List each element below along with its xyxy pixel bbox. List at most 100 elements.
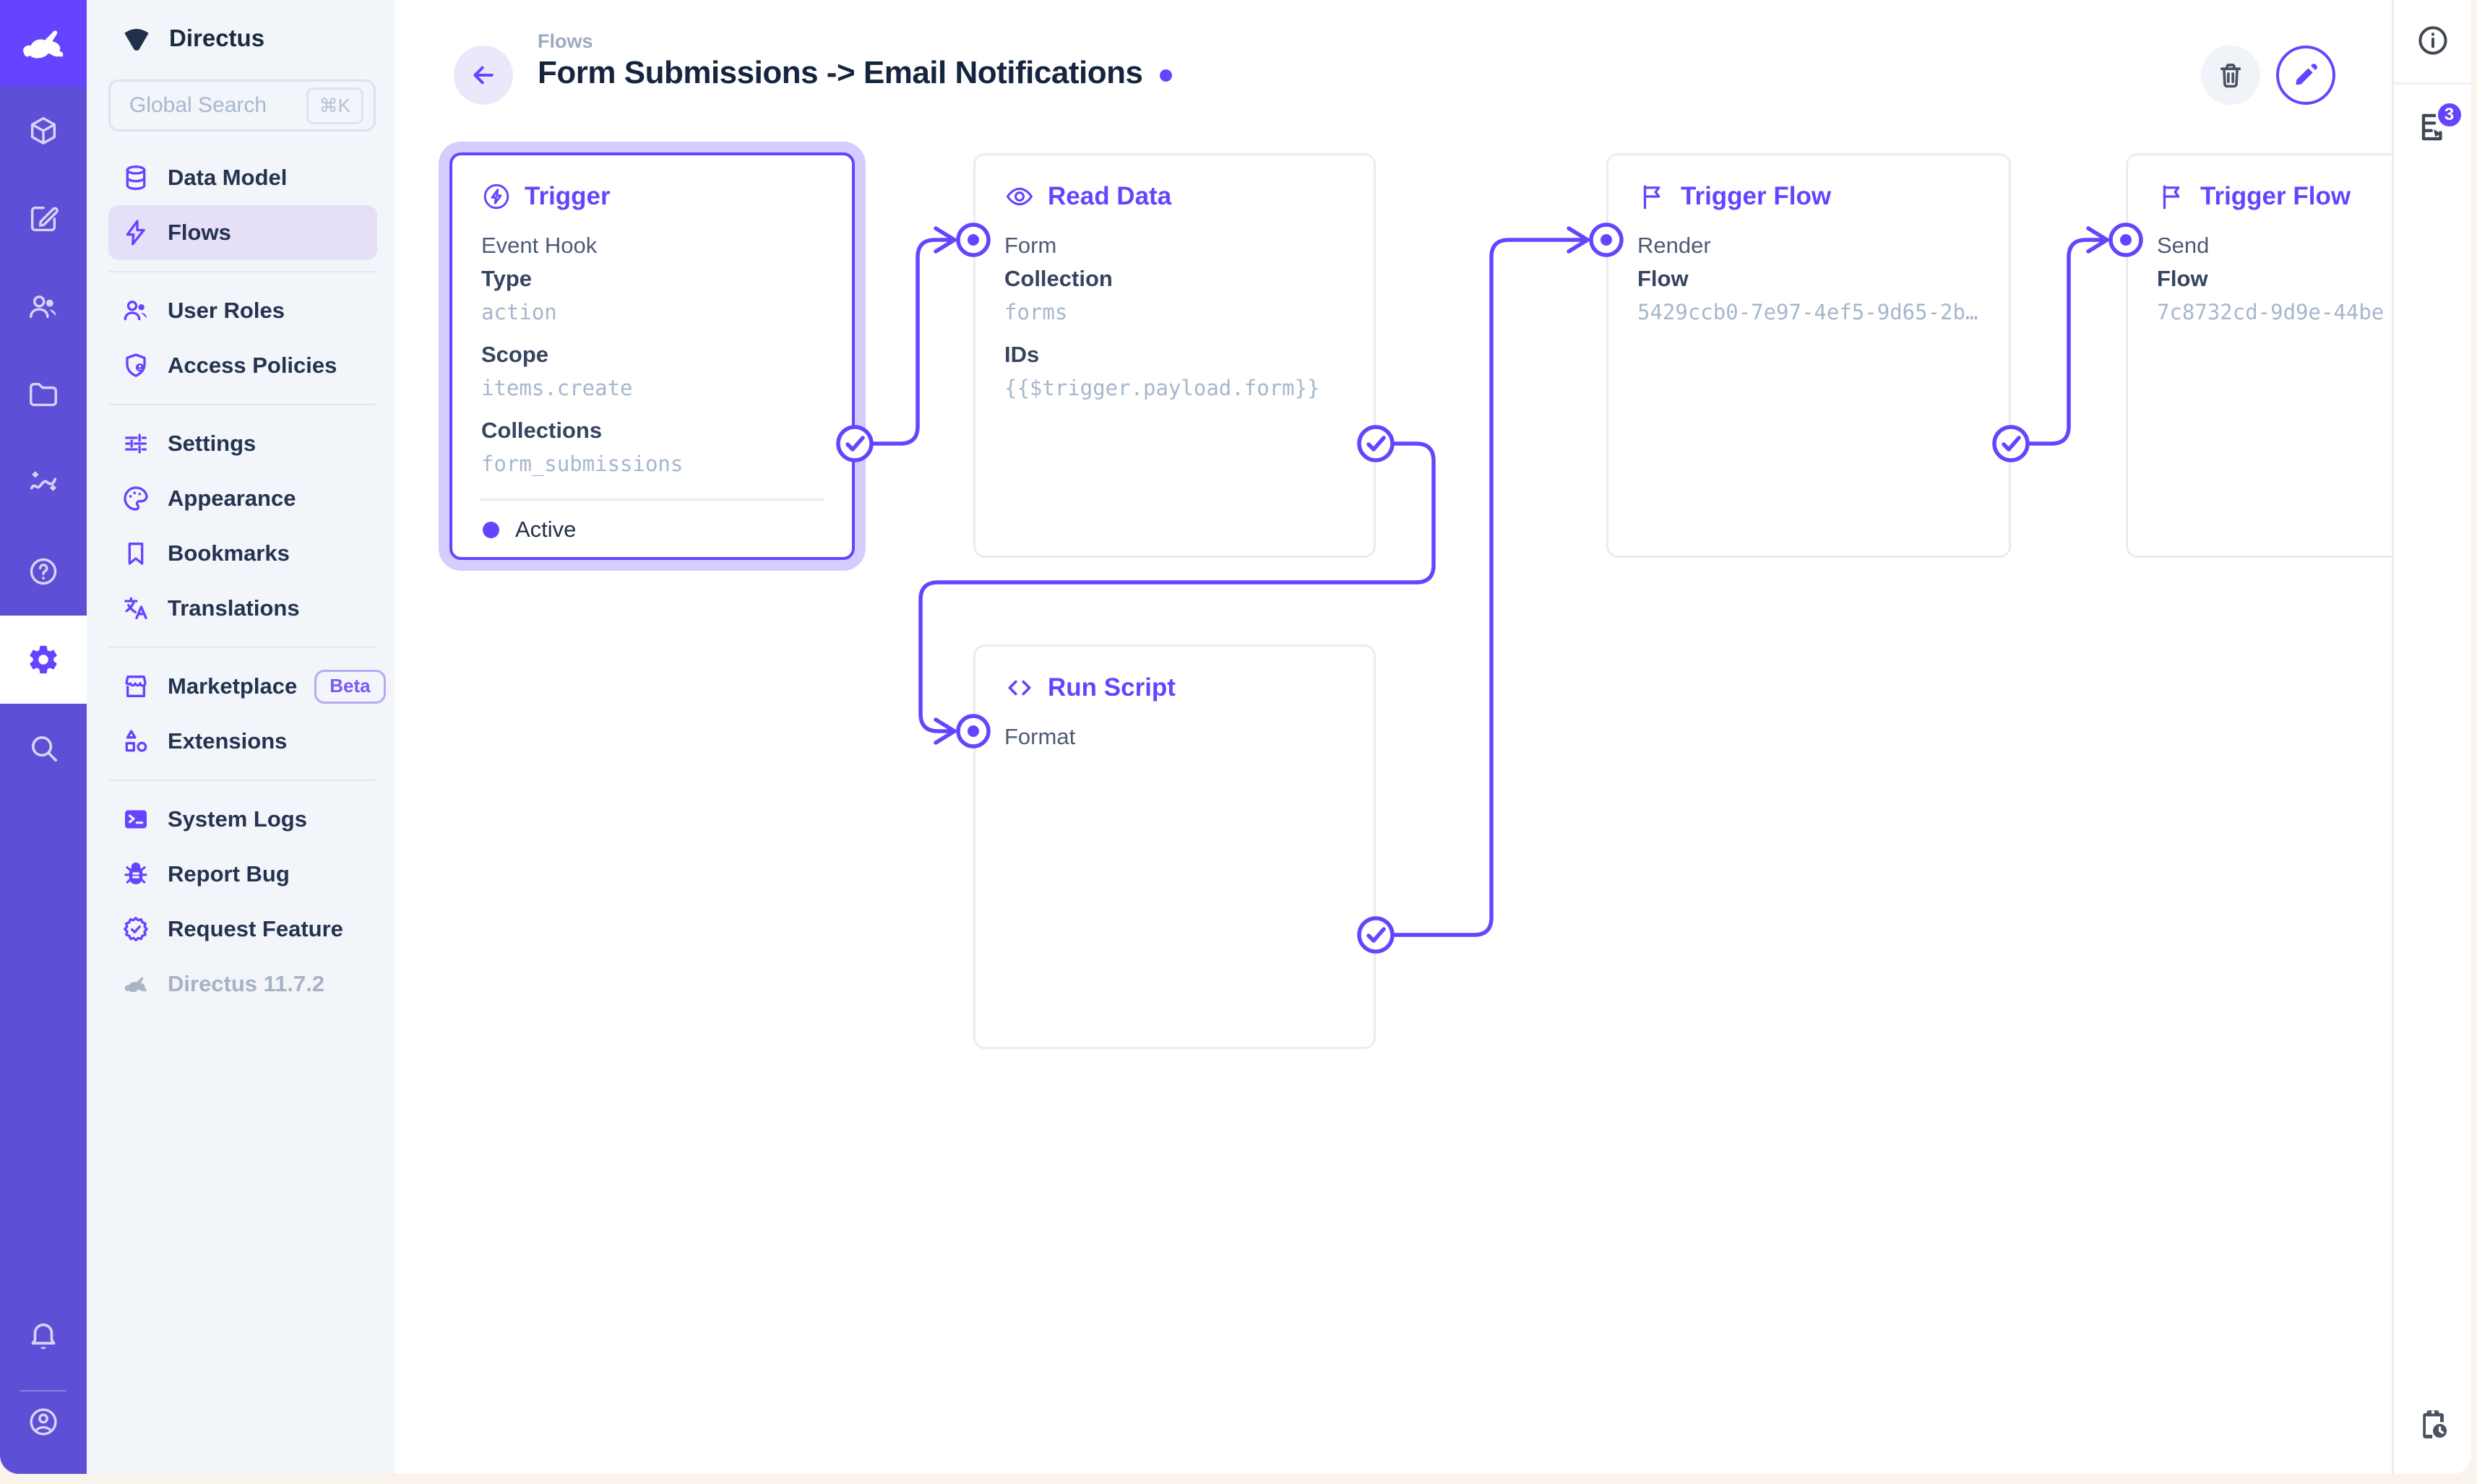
notifications-button[interactable] bbox=[0, 1291, 87, 1379]
version-label: Directus 11.7.2 bbox=[168, 971, 325, 996]
pending-tasks-button[interactable] bbox=[2401, 1392, 2465, 1455]
field-value: items.create bbox=[481, 376, 633, 400]
output-connector-trigger-flow-render[interactable] bbox=[1992, 425, 2030, 462]
arrowhead-icon bbox=[2086, 226, 2111, 254]
sidebar-item-extensions[interactable]: Extensions bbox=[108, 714, 377, 769]
sidebar-version: Directus 11.7.2 bbox=[108, 957, 377, 1011]
back-button[interactable] bbox=[454, 46, 513, 105]
people-icon bbox=[30, 295, 56, 319]
flag-icon bbox=[2163, 185, 2180, 210]
module-insights[interactable] bbox=[0, 439, 87, 527]
input-connector-trigger-flow-render[interactable] bbox=[1589, 223, 1624, 257]
sidebar-item-request-feature[interactable]: Request Feature bbox=[108, 902, 377, 957]
wire-trigger-flow-render-to-send bbox=[2028, 238, 2106, 446]
help-icon bbox=[30, 558, 57, 585]
node-title: Trigger Flow bbox=[1681, 182, 1832, 210]
beta-badge: Beta bbox=[314, 669, 386, 704]
sidebar-item-bookmarks[interactable]: Bookmarks bbox=[108, 526, 377, 581]
wire-trigger-to-read-data bbox=[871, 238, 953, 446]
sidebar-item-label: Bookmarks bbox=[168, 540, 290, 566]
logs-button[interactable]: 3 bbox=[2401, 95, 2465, 159]
node-input-label: Send bbox=[2157, 233, 2210, 258]
sidebar-item-data-model[interactable]: Data Model bbox=[108, 150, 377, 205]
sidebar-item-label: Translations bbox=[168, 595, 300, 621]
sidebar-item-user-roles[interactable]: User Roles bbox=[108, 283, 377, 338]
sidebar-item-report-bug[interactable]: Report Bug bbox=[108, 847, 377, 902]
flow-status-dot bbox=[1160, 69, 1173, 82]
sidebar-item-label: Flows bbox=[168, 220, 231, 245]
directus-logo[interactable] bbox=[0, 0, 87, 87]
pencil-icon bbox=[2296, 64, 2317, 85]
sidebar-item-label: Access Policies bbox=[168, 353, 337, 378]
module-editor[interactable] bbox=[0, 175, 87, 263]
sidebar-item-flows[interactable]: Flows bbox=[108, 205, 377, 260]
clipboard-clock-icon bbox=[2422, 1410, 2447, 1438]
module-settings[interactable] bbox=[0, 616, 87, 704]
flow-node-run-script[interactable]: Run Script Format bbox=[973, 644, 1376, 1049]
active-status-dot bbox=[483, 521, 499, 538]
delete-flow-button[interactable] bbox=[2201, 46, 2260, 105]
arrowhead-icon bbox=[934, 226, 959, 254]
sidebar-item-system-logs[interactable]: System Logs bbox=[108, 792, 377, 847]
rabbit-icon bbox=[23, 30, 64, 59]
active-status-label: Active bbox=[515, 517, 577, 542]
box-icon bbox=[30, 117, 56, 144]
sidebar-item-settings[interactable]: Settings bbox=[108, 416, 377, 471]
storefront-icon bbox=[125, 676, 147, 697]
flow-canvas[interactable]: Flows Form Submissions -> Email Notifica… bbox=[395, 0, 2392, 1474]
info-button[interactable] bbox=[2401, 9, 2465, 72]
sidebar-item-label: System Logs bbox=[168, 806, 307, 832]
bolt-icon bbox=[126, 220, 145, 246]
module-content[interactable] bbox=[0, 87, 87, 175]
bolt-circle-icon bbox=[483, 184, 509, 210]
sidebar-item-translations[interactable]: Translations bbox=[108, 581, 377, 636]
field-value: {{$trigger.payload.form}} bbox=[1004, 376, 1320, 400]
bookmark-icon bbox=[128, 543, 144, 565]
input-connector-read-data[interactable] bbox=[956, 223, 991, 257]
module-files[interactable] bbox=[0, 351, 87, 439]
eye-icon bbox=[1006, 187, 1033, 206]
sidebar-item-label: Data Model bbox=[168, 165, 288, 190]
avatar-icon bbox=[30, 1408, 57, 1436]
input-connector-run-script[interactable] bbox=[956, 714, 991, 749]
output-connector-read-data[interactable] bbox=[1357, 425, 1395, 462]
field-label: IDs bbox=[1004, 342, 1040, 367]
wire-run-script-to-trigger-flow-render bbox=[1392, 238, 1586, 937]
global-search-input[interactable]: Global Search ⌘K bbox=[108, 79, 376, 131]
flow-node-trigger-flow-send[interactable]: Trigger Flow Send Flow 7c8732cd-9d9e-44b… bbox=[2126, 153, 2392, 558]
module-help[interactable] bbox=[0, 527, 87, 616]
sidebar-item-marketplace[interactable]: Marketplace Beta bbox=[108, 659, 386, 714]
arrowhead-icon bbox=[1567, 226, 1592, 254]
module-bar-divider bbox=[20, 1390, 66, 1392]
field-label: Scope bbox=[481, 342, 549, 367]
trigger-subtitle: Event Hook bbox=[481, 233, 598, 258]
search-placeholder: Global Search bbox=[129, 93, 267, 117]
sidebar-divider bbox=[108, 271, 376, 272]
field-label: Flow bbox=[2157, 266, 2208, 291]
edit-icon bbox=[30, 206, 59, 232]
flow-node-trigger[interactable]: Trigger Event Hook Type action Scope ite… bbox=[449, 152, 855, 560]
node-title: Run Script bbox=[1048, 673, 1176, 702]
project-info: Directus bbox=[87, 0, 395, 55]
arrowhead-icon bbox=[934, 717, 959, 745]
sidebar-item-appearance[interactable]: Appearance bbox=[108, 471, 377, 526]
sidebar-item-label: Appearance bbox=[168, 486, 296, 511]
module-users[interactable] bbox=[0, 263, 87, 351]
module-search[interactable] bbox=[0, 704, 87, 792]
arrow-left-icon bbox=[473, 66, 494, 85]
edit-flow-button[interactable] bbox=[2276, 46, 2335, 105]
flow-node-trigger-flow-render[interactable]: Trigger Flow Render Flow 5429ccb0-7e97-4… bbox=[1606, 153, 2011, 558]
output-connector-trigger[interactable] bbox=[836, 425, 874, 462]
flow-node-read-data[interactable]: Read Data Form Collection forms IDs {{$t… bbox=[973, 153, 1376, 558]
input-connector-trigger-flow-send[interactable] bbox=[2108, 223, 2143, 257]
sidebar-item-access-policies[interactable]: Access Policies bbox=[108, 338, 377, 393]
info-icon bbox=[2418, 26, 2447, 55]
account-button[interactable] bbox=[0, 1378, 87, 1466]
field-label: Collection bbox=[1004, 266, 1113, 291]
extensions-icon bbox=[125, 730, 147, 752]
right-rail-divider bbox=[2394, 82, 2471, 85]
output-connector-run-script[interactable] bbox=[1357, 916, 1395, 954]
breadcrumb[interactable]: Flows bbox=[538, 30, 593, 52]
sidebar-item-label: Marketplace bbox=[168, 673, 298, 699]
search-shortcut: ⌘K bbox=[306, 87, 363, 124]
